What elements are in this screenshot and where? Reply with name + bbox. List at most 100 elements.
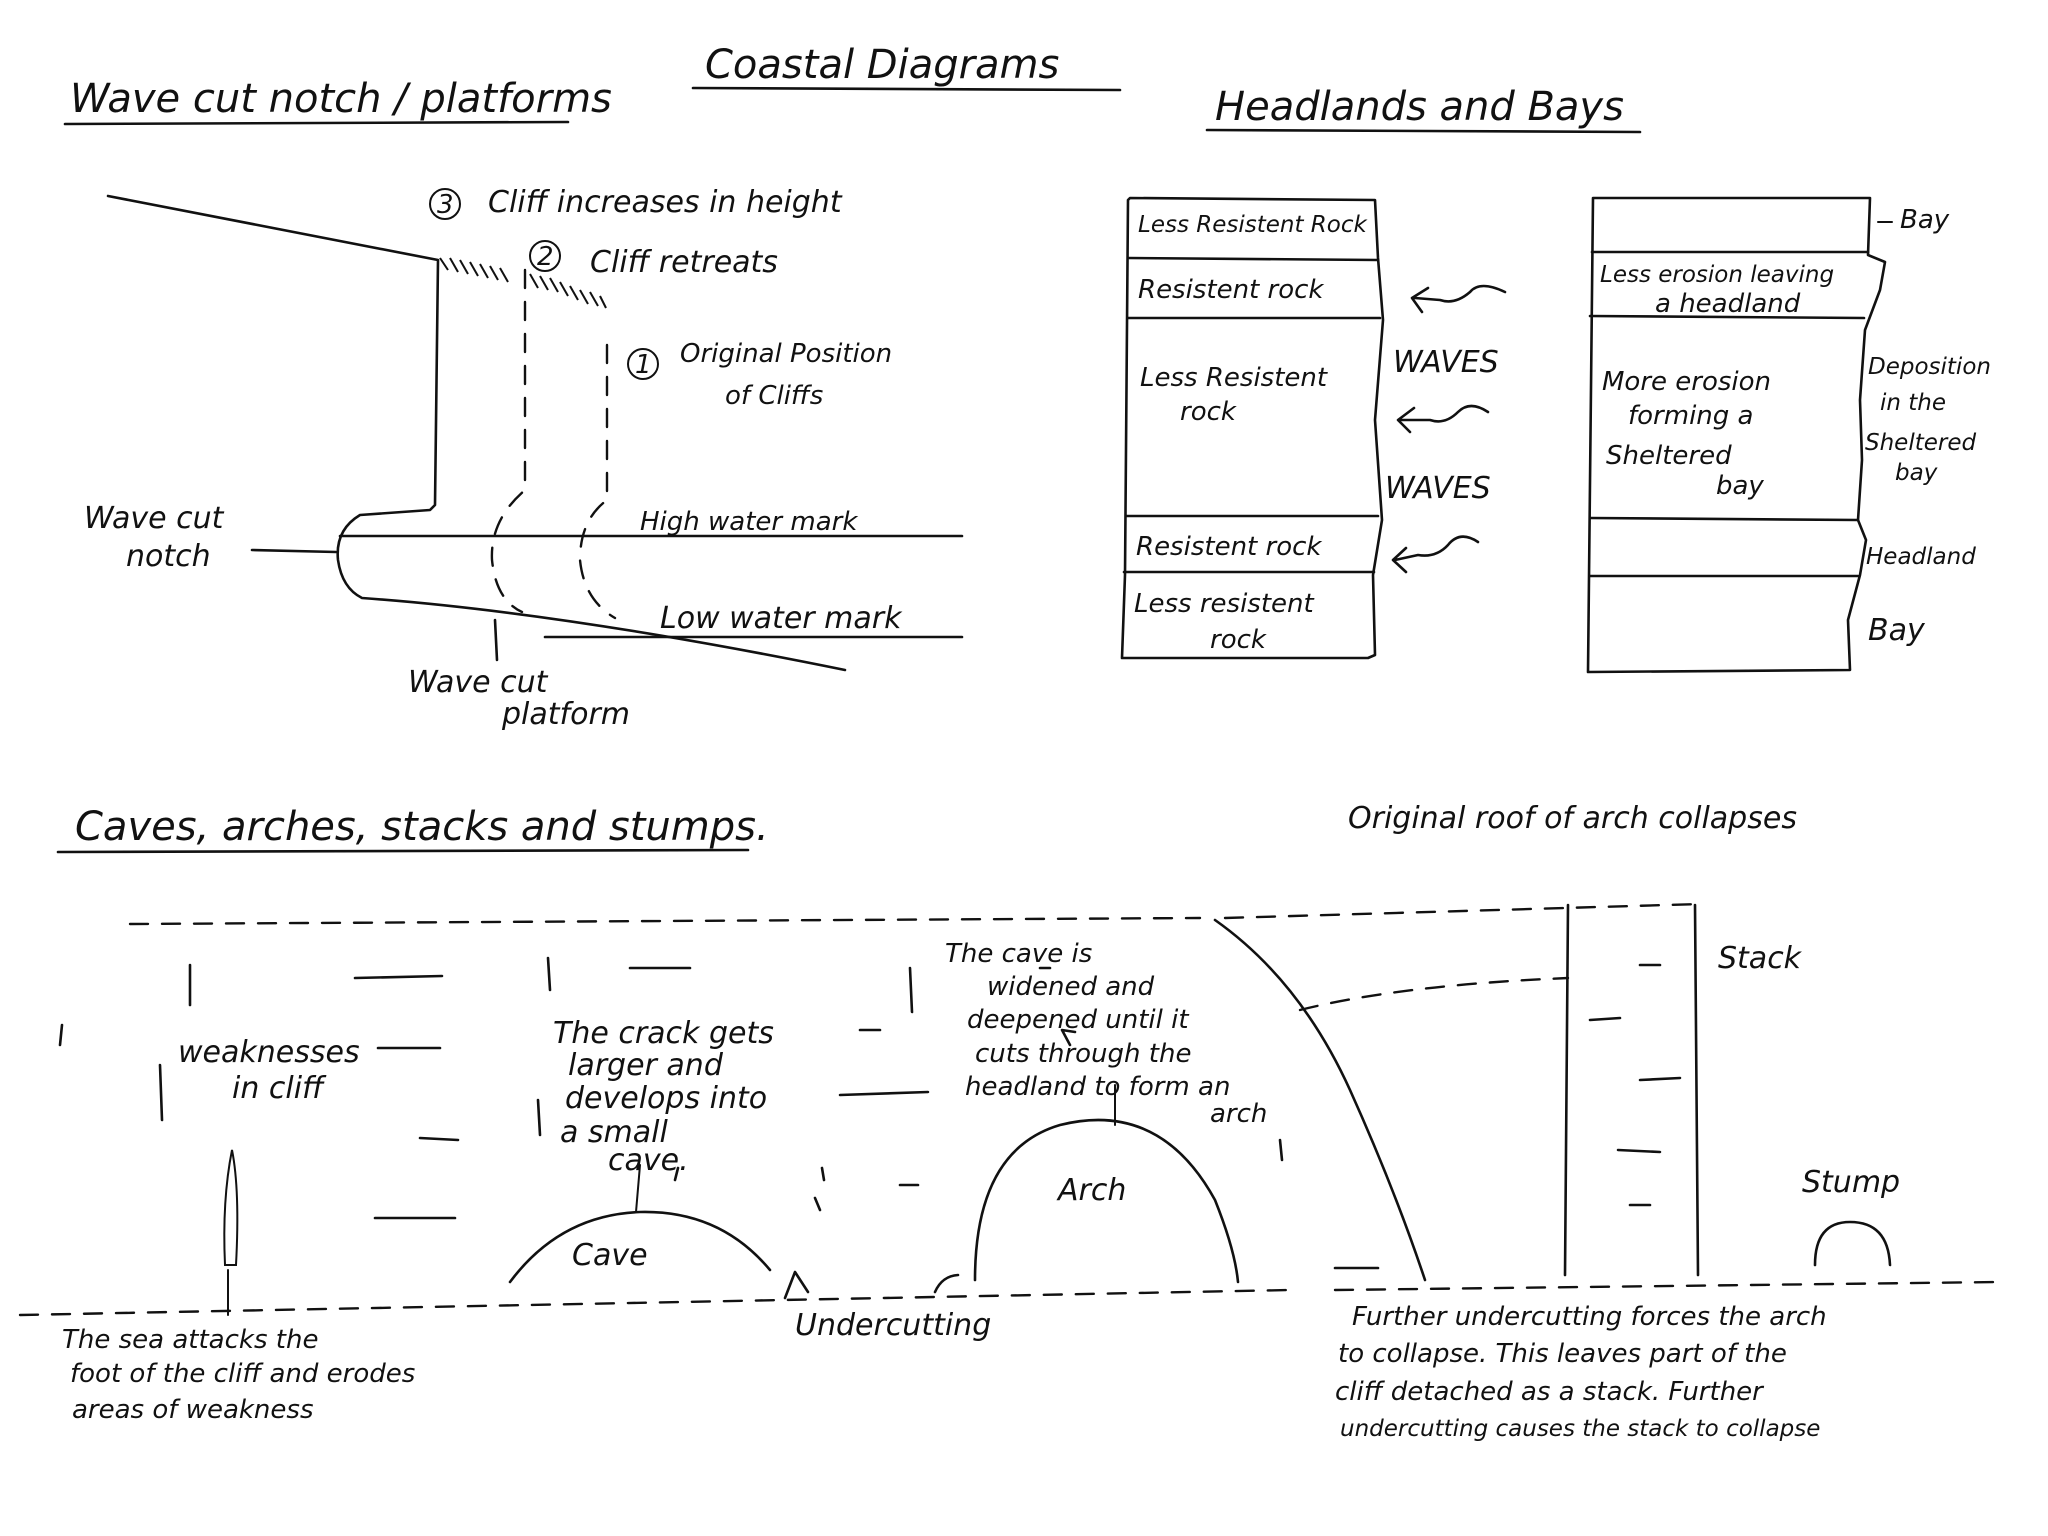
cave-arch-stack-diagram [18,902,2002,1317]
title-underline [691,86,1122,92]
arch-outer-edge [1213,918,1427,1282]
layer-4-label: Resistent rock [1136,532,1322,562]
crack-line1: The crack gets [553,1016,774,1051]
more-erosion-line2: forming a [1628,401,1753,431]
notch-pointer [250,548,338,554]
widened-line5: headland to form an [965,1072,1230,1102]
layer-3-label-line1: Less Resistent [1140,363,1328,393]
further-line1: Further undercutting forces the arch [1352,1302,1827,1332]
step-2-label: Cliff retreats [590,245,778,280]
crack-line4: a small [560,1115,668,1150]
stump-label: Stump [1802,1165,1900,1200]
wave-arrow-2 [1396,404,1490,434]
high-water-label: High water mark [640,507,858,537]
low-water-label: Low water mark [660,601,903,636]
further-line3: cliff detached as a stack. Further [1335,1377,1765,1407]
platform-label-line1: Wave cut [408,665,549,700]
weakness-label-line1: weaknesses [178,1035,360,1070]
widened-line3: deepened until it [967,1005,1189,1035]
sea-attacks-line2: foot of the cliff and erodes [70,1359,415,1389]
crack-line2: larger and [568,1048,724,1083]
step-3-label: Cliff increases in height [488,185,843,220]
waves-label-1: WAVES [1393,345,1499,380]
caves-heading: Caves, arches, stacks and stumps. [75,804,769,850]
less-erosion-line2: a headland [1655,289,1801,319]
step-2-circle [529,240,561,272]
wave-arrow-1 [1410,284,1507,314]
bay-top-label: Bay [1900,205,1950,235]
arch-opening [973,1118,1240,1284]
widened-line4: cuts through the [975,1039,1191,1069]
undercutting-arrow-2 [933,1273,960,1294]
cliff-top-line [128,916,1202,926]
widened-line2: widened and [987,972,1155,1002]
undercutting-label: Undercutting [795,1308,991,1343]
wave-arrow-3 [1391,535,1480,574]
bay-bottom-label: Bay [1868,613,1926,648]
further-line2: to collapse. This leaves part of the [1338,1339,1787,1369]
stack-right-edge [1693,903,1700,1277]
layer-1-label: Less Resistent Rock [1138,212,1369,238]
weakness-label-line2: in cliff [232,1071,327,1106]
stack-label: Stack [1718,941,1803,976]
wave-cut-heading-underline [63,120,570,126]
cave-label: Cave [572,1238,648,1273]
page-title: Coastal Diagrams [705,42,1059,88]
headlands-heading-underline [1205,128,1642,134]
wave-arrows [1391,284,1507,574]
after-divider-3 [1588,516,1860,522]
deposition-line2: in the [1880,390,1946,416]
original-arch-roof [1298,976,1570,1012]
deposition-line4: bay [1895,460,1938,486]
caves-heading-underline [56,848,750,854]
headlands-heading: Headlands and Bays [1215,84,1624,130]
step-2-number: 2 [537,242,554,272]
step-3-circle [429,188,461,220]
crack-line3: develops into [565,1081,767,1116]
after-divider-2 [1588,314,1866,320]
stack-left-edge [1563,903,1570,1277]
headland-after-block [1586,196,1893,674]
step-3-number: 3 [437,190,454,220]
roof-arrow [1060,1028,1077,1047]
platform-pointer [493,618,499,662]
deposition-line3: Sheltered [1865,430,1976,456]
less-erosion-line1: Less erosion leaving [1600,262,1834,288]
layer-5-label-line2: rock [1210,625,1267,655]
cave-outline [508,1210,772,1284]
layer-2-label: Resistent rock [1138,275,1324,305]
headland-label: Headland [1866,544,1976,570]
rock-block-outline [1120,196,1385,660]
layer-divider-1 [1126,256,1380,262]
notch-label-line1: Wave cut [84,501,225,536]
roof-collapse-label: Original roof of arch collapses [1348,801,1797,836]
wave-cut-heading: Wave cut notch / platforms [70,76,612,122]
further-line4: undercutting causes the stack to collaps… [1340,1416,1820,1442]
more-erosion-line3: Sheltered [1606,441,1732,471]
wave-cut-cliff-diagram: 3 2 1 [106,188,964,672]
stump-shape [1813,1220,1892,1267]
more-erosion-line1: More erosion [1602,367,1771,397]
retreat-dashed-profile-2 [490,268,527,614]
notch-label-line2: notch [126,539,211,574]
sea-level-line-right [1333,1280,2002,1292]
sea-attacks-line1: The sea attacks the [62,1325,318,1355]
undercutting-arrow-1 [783,1270,810,1300]
crack-line5: cave. [608,1143,689,1178]
rock-bedding-dashes [58,956,1682,1270]
layer-5-label-line1: Less resistent [1134,589,1315,619]
cave-pointer [635,1164,641,1213]
deposition-line1: Deposition [1868,354,1991,380]
weakness-crack [223,1149,239,1266]
sea-attacks-line3: areas of weakness [72,1395,314,1425]
widened-line6: arch [1210,1099,1267,1129]
waves-label-2: WAVES [1385,471,1491,506]
headland-before-block [1120,196,1385,660]
coastline-block-outline [1586,196,1887,674]
step-1-label-line2: of Cliffs [725,381,823,411]
collapsed-roof-line [1223,902,1702,920]
step-1-number: 1 [635,350,652,380]
cliff-hatching [439,257,607,309]
